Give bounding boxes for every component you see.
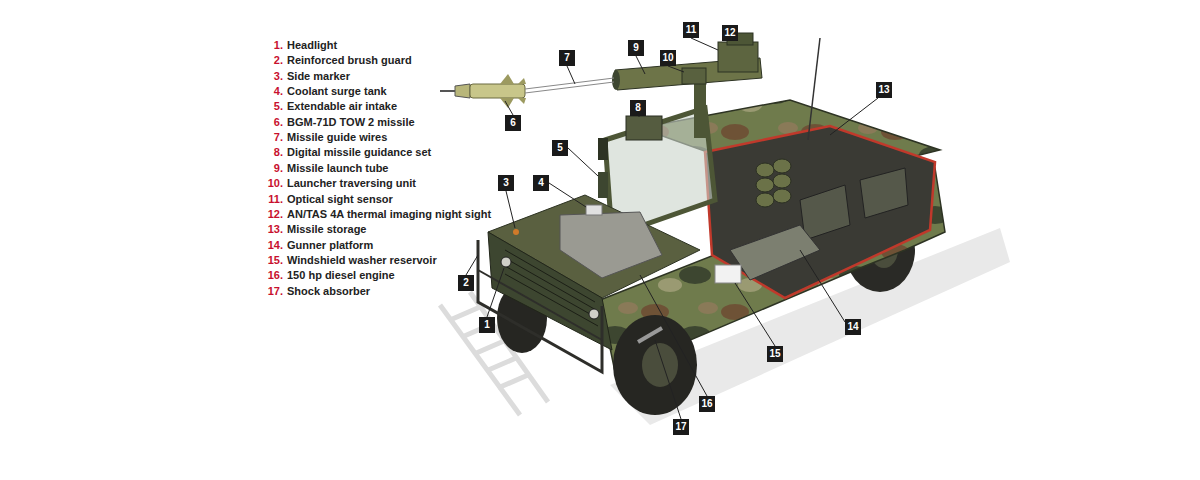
tow-missile xyxy=(440,74,526,108)
list-number: 13. xyxy=(263,222,283,236)
part-name: Launcher traversing unit xyxy=(287,176,416,190)
part-name: 150 hp diesel engine xyxy=(287,268,395,282)
callout-number: 13 xyxy=(876,82,892,98)
part-name: Extendable air intake xyxy=(287,99,397,113)
part-name: Digital missile guidance set xyxy=(287,145,431,159)
washer-reservoir xyxy=(715,265,741,283)
front-face xyxy=(488,232,612,350)
part-name: Missile launch tube xyxy=(287,161,388,175)
part-name: Missile guide wires xyxy=(287,130,387,144)
callout-number: 14 xyxy=(845,319,861,335)
part-name: Side marker xyxy=(287,69,350,83)
launcher-pedestal xyxy=(694,78,706,138)
guide-wires xyxy=(525,78,614,93)
list-number: 4. xyxy=(263,84,283,98)
part-name: Windshield washer reservoir xyxy=(287,253,437,267)
part-name: BGM-71D TOW 2 missile xyxy=(287,115,415,129)
callout-number: 15 xyxy=(767,346,783,362)
diesel-engine xyxy=(560,212,662,278)
callout-number: 9 xyxy=(628,40,644,56)
side-marker xyxy=(513,229,519,235)
list-number: 8. xyxy=(263,145,283,159)
callout-number: 12 xyxy=(722,25,738,41)
callout-number: 3 xyxy=(498,175,514,191)
list-number: 5. xyxy=(263,99,283,113)
callout-number: 1 xyxy=(479,317,495,333)
list-number: 12. xyxy=(263,207,283,221)
list-number: 2. xyxy=(263,53,283,67)
coolant-tank xyxy=(586,205,602,215)
list-number: 11. xyxy=(263,192,283,206)
list-number: 1. xyxy=(263,38,283,52)
grille xyxy=(505,250,598,326)
callout-number: 8 xyxy=(630,100,646,116)
list-number: 14. xyxy=(263,238,283,252)
list-number: 15. xyxy=(263,253,283,267)
guidance-set xyxy=(626,116,662,140)
callout-number: 6 xyxy=(505,115,521,131)
callout-number: 4 xyxy=(533,175,549,191)
part-name: Gunner platform xyxy=(287,238,373,252)
callout-number: 7 xyxy=(559,50,575,66)
part-name: Optical sight sensor xyxy=(287,192,393,206)
seats xyxy=(800,168,908,240)
part-name: Missile storage xyxy=(287,222,366,236)
leader-lines xyxy=(466,36,878,419)
list-number: 16. xyxy=(263,268,283,282)
list-number: 6. xyxy=(263,115,283,129)
list-number: 17. xyxy=(263,284,283,298)
callout-number: 11 xyxy=(683,22,699,38)
callout-number: 10 xyxy=(660,50,676,66)
list-number: 7. xyxy=(263,130,283,144)
antenna xyxy=(808,38,820,140)
part-name: Reinforced brush guard xyxy=(287,53,412,67)
callout-number: 17 xyxy=(673,419,689,435)
sight-housing xyxy=(718,42,758,72)
part-name: Coolant surge tank xyxy=(287,84,387,98)
headlight xyxy=(501,257,511,267)
shock-absorber xyxy=(638,328,662,342)
callout-number: 2 xyxy=(458,275,474,291)
brush-guard xyxy=(478,240,602,372)
list-number: 10. xyxy=(263,176,283,190)
traversing-unit xyxy=(682,68,706,84)
callout-number: 16 xyxy=(699,396,715,412)
list-number: 9. xyxy=(263,161,283,175)
front-left-wheel xyxy=(613,315,697,415)
callout-number: 5 xyxy=(552,140,568,156)
air-intake xyxy=(598,172,608,198)
gunner-platform xyxy=(730,225,820,280)
cutaway-interior xyxy=(705,126,935,298)
part-name: AN/TAS 4A thermal imaging night sight xyxy=(287,207,491,221)
part-name: Shock absorber xyxy=(287,284,370,298)
list-number: 3. xyxy=(263,69,283,83)
missile-storage-rack xyxy=(756,159,791,207)
part-name: Headlight xyxy=(287,38,337,52)
side-mirror xyxy=(598,138,608,160)
